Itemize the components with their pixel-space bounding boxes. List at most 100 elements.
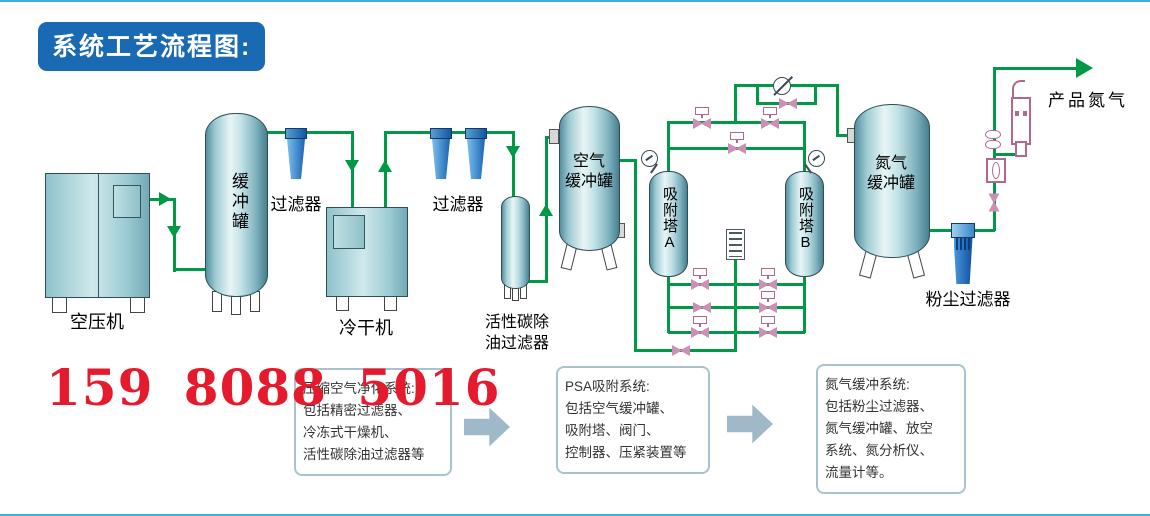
n2-analyzer-icon — [1008, 80, 1034, 160]
air-buffer-tank-label: 空气 缓冲罐 — [560, 152, 618, 192]
info-line: 氮气缓冲系统: — [825, 377, 910, 392]
carbon-filter-label-2: 油过滤器 — [484, 335, 549, 352]
filter-body — [287, 139, 305, 179]
compressor-panel — [113, 185, 141, 218]
valve-bowtie — [693, 302, 711, 313]
valve-bowtie — [691, 327, 709, 338]
info-line: 活性碳除油过滤器等 — [303, 447, 425, 462]
actuated-valve-icon — [693, 107, 711, 129]
flow-direction-arrow-icon — [506, 146, 520, 158]
actuated-valve-icon — [759, 291, 777, 313]
info-line: 包括粉尘过滤器、 — [825, 399, 933, 414]
n2-buffer-tank-label-line1: 氮气 — [874, 155, 907, 172]
dust-filter-label: 粉尘过滤器 — [925, 290, 1011, 309]
manual-valve-icon — [779, 98, 797, 109]
info-line: 系统、氮分析仪、 — [825, 443, 933, 458]
n2-buffer-tank — [854, 104, 930, 258]
pipe — [525, 280, 548, 283]
filter-1-label: 过滤器 — [270, 195, 322, 214]
flow-control-valve-icon — [773, 77, 791, 95]
pipe — [667, 263, 670, 333]
filter-cap — [285, 128, 307, 139]
valve-bowtie — [759, 279, 777, 290]
info-line: PSA吸附系统: — [565, 379, 650, 394]
air-compressor — [45, 173, 150, 298]
air-buffer-tank-label-line1: 空气 — [572, 153, 605, 170]
info-line: 吸附塔、阀门、 — [565, 423, 660, 438]
pipe — [668, 331, 805, 334]
filter-2-label: 过滤器 — [432, 195, 484, 214]
info-line: 流量计等。 — [825, 465, 893, 480]
actuated-valve-icon — [761, 107, 779, 129]
product-nitrogen-label: 产品氮气 — [1048, 91, 1128, 110]
actuated-valve-icon — [691, 268, 709, 290]
pipe — [993, 67, 996, 231]
actuated-valve-icon — [759, 316, 777, 338]
carbon-filter-label-1: 活性碳除 — [484, 314, 549, 331]
pipe — [756, 84, 759, 105]
pipe — [995, 153, 1017, 156]
filter-cap — [430, 128, 452, 139]
flange-nozzle-icon — [549, 129, 559, 144]
pipe — [803, 263, 806, 333]
flow-direction-arrow-icon — [539, 204, 553, 216]
valve-bowtie — [759, 327, 777, 338]
flow-direction-arrow-icon — [167, 226, 181, 238]
analyzer-neck — [1015, 141, 1027, 157]
flow-direction-arrow-icon — [1076, 58, 1093, 78]
info-line: 包括空气缓冲罐、 — [565, 401, 673, 416]
pressure-gauge-icon — [808, 150, 825, 167]
valve-bowtie — [761, 118, 779, 129]
adsorption-tower-b — [785, 171, 824, 277]
info-line: 控制器、压紧装置等 — [565, 445, 687, 460]
manual-valve-icon — [989, 194, 1000, 212]
flow-meter-icon — [986, 158, 1006, 183]
valve-bowtie — [779, 98, 797, 109]
actuated-valve-icon — [728, 132, 746, 154]
compressor-door-line — [97, 174, 99, 297]
pipe — [512, 131, 515, 201]
valve-bowtie — [691, 279, 709, 290]
adsorption-tower-a-label: 吸附塔A — [661, 186, 678, 252]
info-line: 压缩空气净化系统: — [303, 381, 415, 396]
dust-filter-icon — [951, 223, 975, 284]
pressure-gauge-icon — [641, 150, 658, 167]
cold-dryer — [326, 207, 408, 297]
pipe — [836, 84, 839, 137]
valve-bowtie — [989, 194, 1000, 212]
watermark-phone: 159 8088 5016 — [46, 358, 501, 417]
dust-filter-body — [953, 238, 973, 284]
pipe — [634, 159, 637, 352]
n2-buffer-tank-label-line2: 缓冲罐 — [866, 175, 915, 192]
pipe — [993, 67, 1083, 70]
info-box-psa: PSA吸附系统: 包括空气缓冲罐、 吸附塔、阀门、 控制器、压紧装置等 — [556, 366, 710, 474]
page-title: 系统工艺流程图: — [38, 22, 266, 71]
valve-bowtie — [693, 118, 711, 129]
pipe — [734, 85, 737, 124]
muffler-icon — [726, 229, 745, 260]
dryer-panel — [333, 215, 365, 249]
cold-dryer-label: 冷干机 — [339, 318, 393, 338]
pipe — [173, 268, 207, 271]
pipe — [814, 84, 817, 105]
filter-body — [467, 139, 485, 179]
actuated-valve-icon — [691, 316, 709, 338]
valve-bowtie — [759, 302, 777, 313]
vessel-leg — [336, 295, 349, 311]
air-compressor-label: 空压机 — [70, 312, 124, 332]
valve-bowtie — [672, 345, 690, 356]
vessel-leg — [384, 295, 397, 311]
manual-valve-icon — [672, 345, 690, 356]
manual-valve-icon — [693, 302, 711, 313]
adsorption-tower-a — [649, 171, 688, 277]
air-buffer-tank-label-line2: 缓冲罐 — [564, 173, 613, 190]
buffer-tank — [205, 113, 268, 297]
info-box-n2-buffer: 氮气缓冲系统: 包括粉尘过滤器、 氮气缓冲罐、放空 系统、氮分析仪、 流量计等。 — [816, 364, 966, 494]
valve-bowtie — [728, 143, 746, 154]
filter-body — [432, 139, 450, 179]
flow-direction-arrow-icon — [159, 192, 171, 206]
pipe — [668, 306, 805, 309]
pipe — [836, 134, 856, 137]
info-line: 氮气缓冲罐、放空 — [825, 421, 933, 436]
